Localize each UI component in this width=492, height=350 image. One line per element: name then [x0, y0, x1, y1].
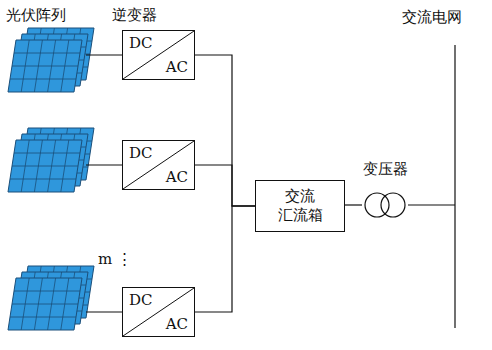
connector	[345, 204, 362, 205]
pv-array	[8, 266, 94, 330]
node-text: AC	[166, 58, 188, 76]
transformer: 变压器	[345, 160, 425, 222]
grid-wire	[408, 204, 455, 205]
connector	[195, 165, 255, 206]
transformer-symbol	[362, 190, 408, 220]
pv-wire	[86, 164, 122, 165]
inverter-box: DC AC	[122, 30, 195, 80]
label: 逆变器	[112, 6, 157, 24]
pv-arrays	[8, 28, 94, 330]
node-text: AC	[166, 168, 188, 186]
node-text: AC	[166, 315, 188, 333]
pv-wire	[86, 311, 122, 312]
label: m ⋮	[98, 250, 132, 268]
connector	[195, 206, 255, 312]
inverter-box: DC AC	[122, 140, 195, 190]
pv-array	[8, 128, 94, 192]
connector	[195, 55, 255, 206]
wires	[86, 55, 455, 312]
node-text: DC	[129, 291, 153, 309]
pv-array	[8, 28, 94, 92]
pv-wire	[86, 54, 122, 55]
label: 光伏阵列	[6, 6, 66, 24]
node-text: DC	[129, 144, 153, 162]
inverter-box: DC AC	[122, 287, 195, 337]
node-text: DC	[129, 34, 153, 52]
combiner-box: 交流 汇流箱	[255, 180, 345, 232]
node-heading: 变压器	[363, 160, 408, 178]
node-text: 交流 汇流箱	[275, 187, 325, 226]
label: 交流电网	[402, 8, 462, 26]
grid-bus-line	[454, 45, 455, 328]
